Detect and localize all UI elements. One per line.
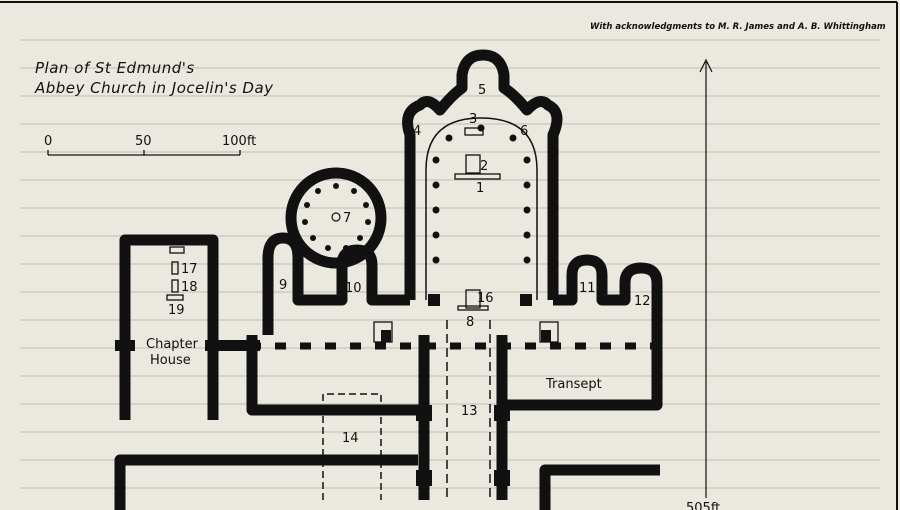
nave-screens <box>446 320 491 497</box>
crossing-piers <box>416 294 532 486</box>
cloister-wall <box>114 454 418 510</box>
acknowledgment: With acknowledgments to M. R. James and … <box>590 22 886 32</box>
svg-text:2: 2 <box>480 159 488 174</box>
room-numbers: 1 2 3 4 5 6 7 8 9 10 11 12 13 14 16 17 1… <box>168 83 651 446</box>
dimension-label: 505ft <box>686 501 720 510</box>
svg-text:13: 13 <box>461 404 478 419</box>
scale-tick-0: 0 <box>44 134 52 149</box>
scale-bar <box>47 150 241 156</box>
chapel-14-outline <box>322 393 382 500</box>
chapter-house-label: Chapter <box>146 337 199 352</box>
svg-text:3: 3 <box>469 112 477 127</box>
chapels-11-12-wall <box>505 254 663 411</box>
chapter-house-label-2: House <box>150 353 191 368</box>
svg-text:11: 11 <box>579 281 596 296</box>
title-line-2: Abbey Church in Jocelin's Day <box>34 79 274 97</box>
svg-text:8: 8 <box>466 315 474 330</box>
svg-text:19: 19 <box>168 303 185 318</box>
altars <box>166 127 501 311</box>
transept-label: Transept <box>545 377 602 392</box>
chapel-7-wall <box>285 167 387 269</box>
svg-text:6: 6 <box>520 124 528 139</box>
apse-wall <box>402 49 563 300</box>
svg-text:18: 18 <box>181 280 198 295</box>
arrow-up-icon <box>699 58 713 73</box>
stairs-icons <box>373 321 559 343</box>
svg-text:14: 14 <box>342 431 359 446</box>
svg-text:17: 17 <box>181 262 198 277</box>
svg-text:10: 10 <box>345 281 362 296</box>
chapter-house-wall <box>119 234 219 420</box>
svg-text:5: 5 <box>478 83 486 98</box>
left-transept-wall <box>246 300 420 416</box>
background-bleed <box>20 39 880 489</box>
chapels-9-10-wall <box>262 232 410 306</box>
svg-text:7: 7 <box>343 211 351 226</box>
svg-text:12: 12 <box>634 294 651 309</box>
svg-text:9: 9 <box>279 278 287 293</box>
svg-text:1: 1 <box>476 181 484 196</box>
scale-tick-50: 50 <box>135 134 152 149</box>
title-line-1: Plan of St Edmund's <box>35 59 195 77</box>
south-wall <box>539 464 660 510</box>
svg-text:4: 4 <box>413 124 421 139</box>
apse-columns <box>432 124 531 264</box>
chapel-7-columns <box>302 183 371 251</box>
scale-tick-100ft: 100ft <box>222 134 256 149</box>
svg-text:16: 16 <box>477 291 494 306</box>
